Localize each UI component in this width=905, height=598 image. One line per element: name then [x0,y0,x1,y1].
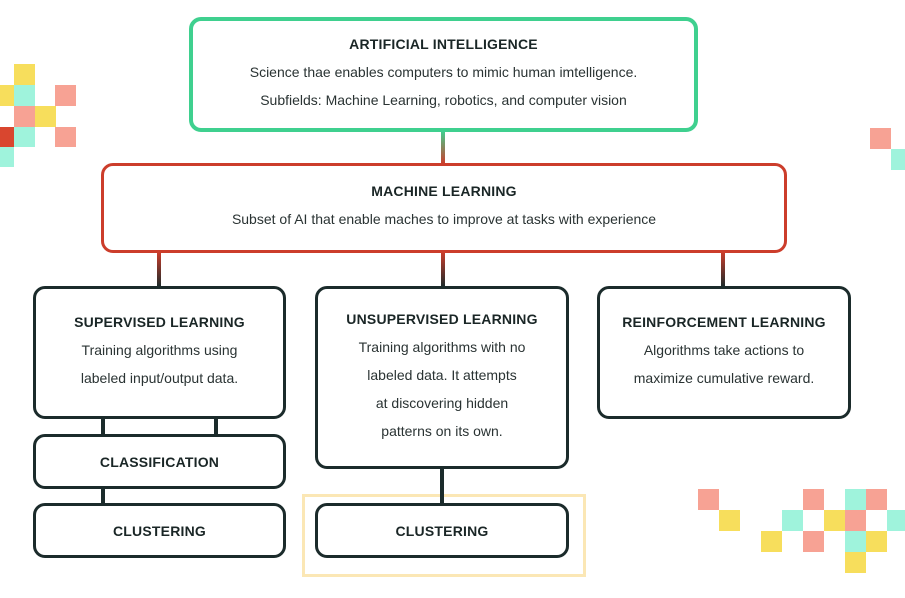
clustering-highlight-frame [302,494,586,577]
connector-ai-ml [441,131,445,164]
classification-box: CLASSIFICATION [33,434,286,489]
connector-supervised-classification-left [101,418,105,436]
unsupervised-line: at discovering hidden [375,394,509,411]
ai-box: ARTIFICIAL INTELLIGENCE Science thae ena… [189,17,698,132]
supervised-line: labeled input/output data. [80,369,239,386]
connector-classification-clustering [101,487,105,504]
supervised-line: Training algorithms using [81,341,238,358]
clustering-box-middle: CLUSTERING [315,503,569,558]
supervised-learning-box: SUPERVISED LEARNING Training algorithms … [33,286,286,419]
connector-ml-unsupervised [441,252,445,287]
connector-supervised-classification-right [214,418,218,436]
ml-description: Subset of AI that enable maches to impro… [231,211,657,227]
supervised-title: SUPERVISED LEARNING [74,313,245,330]
unsupervised-line: Training algorithms with no [358,338,526,355]
clustering-box-left: CLUSTERING [33,503,286,558]
ml-title: MACHINE LEARNING [371,183,517,199]
unsupervised-line: labeled data. It attempts [367,366,517,383]
unsupervised-line: patterns on its own. [381,422,503,439]
classification-label: CLASSIFICATION [99,453,220,470]
unsupervised-title: UNSUPERVISED LEARNING [346,310,538,327]
connector-unsupervised-clustering [440,468,444,504]
connector-ml-reinforcement [721,252,725,287]
clustering-mid-label: CLUSTERING [395,522,489,539]
reinforcement-line: maximize cumulative reward. [633,369,815,386]
ai-title: ARTIFICIAL INTELLIGENCE [349,35,538,52]
ml-box: MACHINE LEARNING Subset of AI that enabl… [101,163,787,253]
reinforcement-title: REINFORCEMENT LEARNING [622,313,826,330]
ai-subfields: Subfields: Machine Learning, robotics, a… [260,91,627,108]
unsupervised-learning-box: UNSUPERVISED LEARNING Training algorithm… [315,286,569,469]
clustering-left-label: CLUSTERING [113,522,206,539]
ai-description: Science thae enables computers to mimic … [249,63,638,80]
connector-ml-supervised [157,252,161,287]
reinforcement-learning-box: REINFORCEMENT LEARNING Algorithms take a… [597,286,851,419]
reinforcement-line: Algorithms take actions to [643,341,805,358]
